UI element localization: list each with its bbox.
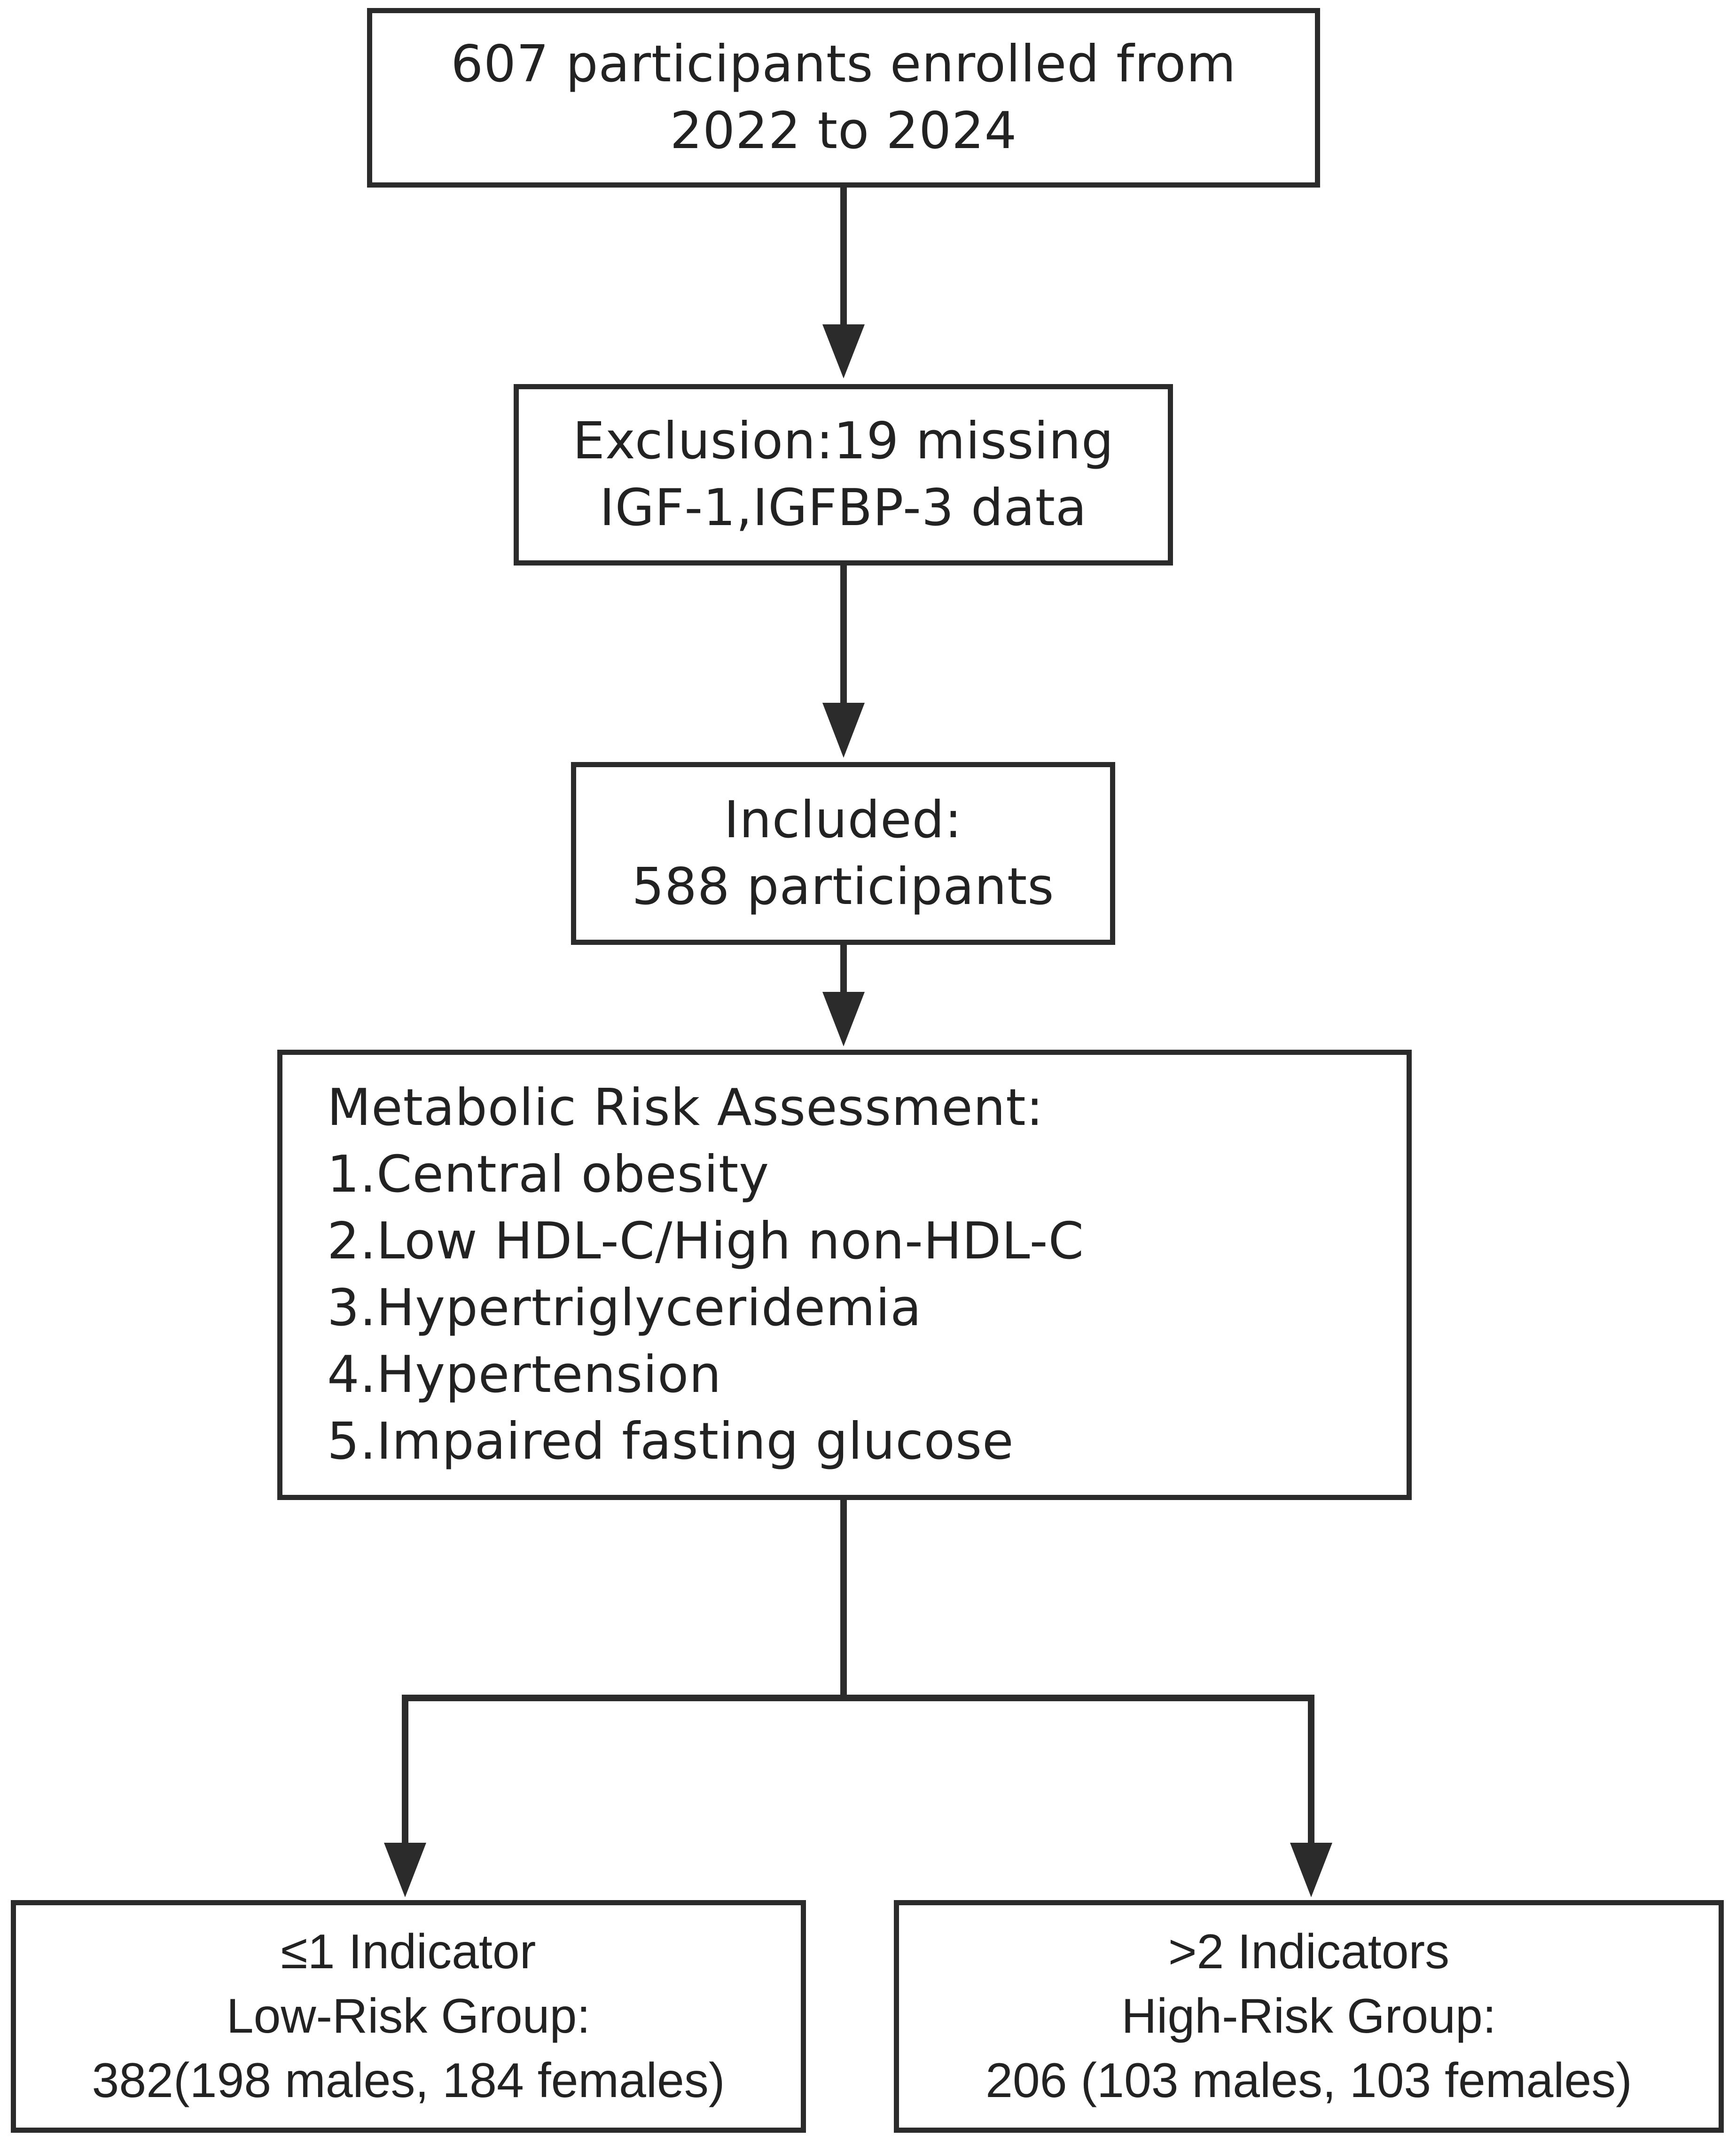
high-risk-group-label: High-Risk Group:	[1121, 1989, 1496, 2043]
arrowhead-assessment	[822, 992, 865, 1046]
arrowhead-low-risk	[384, 1843, 426, 1897]
included-line-1: Included:	[724, 790, 962, 849]
low-risk-group-label: Low-Risk Group:	[226, 1989, 591, 2043]
assessment-item: 5.Impaired fasting glucose	[327, 1412, 1014, 1471]
arrowhead-included	[822, 703, 865, 758]
assessment-item: 1.Central obesity	[327, 1145, 770, 1204]
enrolled-box: 607 participants enrolled from 2022 to 2…	[367, 8, 1320, 188]
assessment-title: Metabolic Risk Assessment:	[327, 1078, 1044, 1137]
high-risk-count: 206 (103 males, 103 females)	[985, 2053, 1632, 2108]
assessment-item: 3.Hypertriglyceridemia	[327, 1279, 922, 1337]
exclusion-box: Exclusion:19 missing IGF-1,IGFBP-3 data	[514, 384, 1173, 566]
enrolled-line-1: 607 participants enrolled from	[451, 35, 1236, 94]
low-risk-group-box: ≤1 Indicator Low-Risk Group: 382(198 mal…	[11, 1900, 806, 2133]
assessment-item: 4.Hypertension	[327, 1345, 722, 1404]
arrowhead-exclusion	[822, 324, 865, 378]
enrolled-line-2: 2022 to 2024	[670, 102, 1017, 160]
exclusion-line-2: IGF-1,IGFBP-3 data	[599, 479, 1087, 537]
metabolic-risk-assessment-box: Metabolic Risk Assessment: 1.Central obe…	[277, 1050, 1412, 1500]
low-risk-count: 382(198 males, 184 females)	[92, 2053, 725, 2108]
included-box: Included: 588 participants	[571, 762, 1115, 945]
arrowhead-high-risk	[1290, 1843, 1332, 1897]
high-risk-group-box: >2 Indicators High-Risk Group: 206 (103 …	[894, 1900, 1724, 2133]
low-risk-indicator: ≤1 Indicator	[281, 1925, 536, 1979]
assessment-item: 2.Low HDL-C/High non-HDL-C	[327, 1212, 1084, 1271]
exclusion-line-1: Exclusion:19 missing	[572, 412, 1114, 471]
high-risk-indicator: >2 Indicators	[1168, 1925, 1450, 1979]
included-line-2: 588 participants	[632, 857, 1055, 916]
